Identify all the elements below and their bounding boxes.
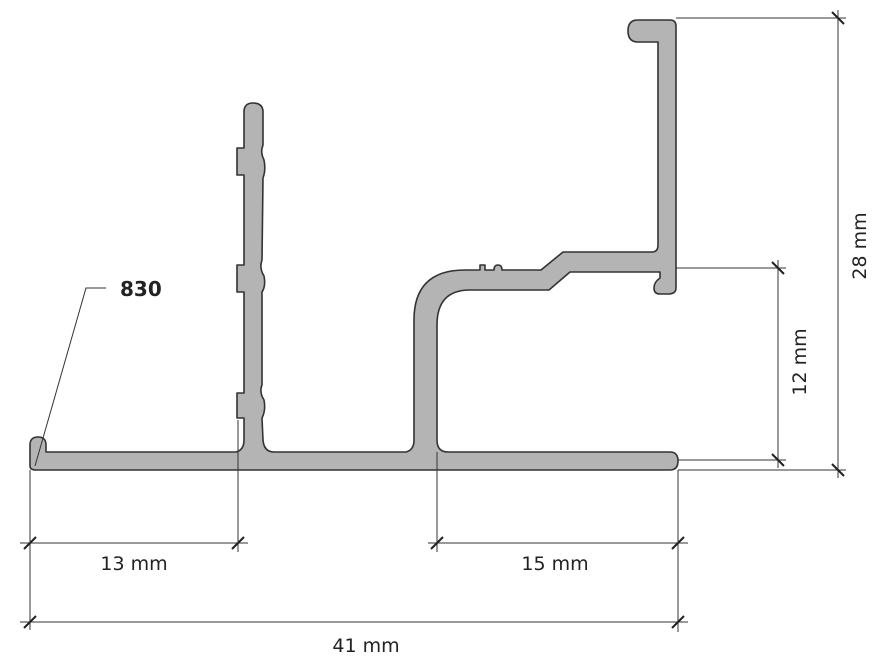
dimension-12mm: 12 mm [771, 260, 811, 468]
part-code: 830 [120, 277, 162, 301]
extension-lines [29, 17, 846, 632]
aluminium-profile-section [29, 19, 679, 471]
part-code-callout: 830 [34, 277, 162, 467]
dimension-13mm: 13 mm [20, 536, 248, 575]
dimension-41mm: 41 mm [20, 615, 688, 657]
dimension-label: 41 mm [332, 635, 399, 657]
dimension-label: 13 mm [100, 553, 167, 575]
dimension-label: 15 mm [521, 553, 588, 575]
dimension-label: 12 mm [789, 328, 811, 395]
dimension-28mm: 28 mm [831, 10, 871, 478]
dimension-15mm: 15 mm [428, 536, 688, 575]
dimension-label: 28 mm [849, 212, 871, 279]
